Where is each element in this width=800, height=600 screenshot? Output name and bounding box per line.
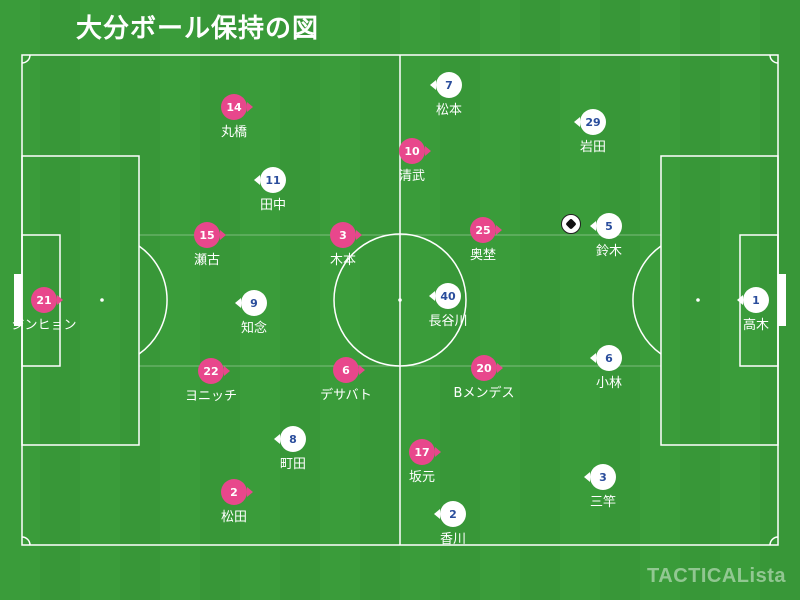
player-number-badge: 6 bbox=[333, 357, 359, 383]
player-name: 香川 bbox=[439, 532, 466, 547]
direction-arrow-icon bbox=[497, 363, 503, 373]
player-number-badge: 5 bbox=[596, 213, 622, 239]
player-number-badge: 14 bbox=[221, 94, 247, 120]
player-number-badge: 2 bbox=[440, 501, 466, 527]
player-number-badge: 9 bbox=[241, 290, 267, 316]
player-name: 坂元 bbox=[408, 470, 435, 485]
player-name: 小林 bbox=[595, 376, 622, 391]
player-number-badge: 2 bbox=[221, 479, 247, 505]
direction-arrow-icon bbox=[425, 146, 431, 156]
corner-arc-bl bbox=[21, 536, 31, 546]
diagram-title: 大分ボール保持の図 bbox=[76, 14, 320, 44]
direction-arrow-icon bbox=[430, 80, 436, 90]
player-name: 田中 bbox=[259, 198, 286, 213]
corner-arc-tr bbox=[769, 54, 779, 64]
center-spot bbox=[398, 298, 402, 302]
center-circle bbox=[333, 233, 467, 367]
direction-arrow-icon bbox=[496, 225, 502, 235]
player-number-badge: 40 bbox=[435, 283, 461, 309]
player-number-badge: 21 bbox=[31, 287, 57, 313]
player-name: 三竿 bbox=[589, 495, 616, 510]
direction-arrow-icon bbox=[434, 509, 440, 519]
player-name: 瀬古 bbox=[193, 253, 220, 268]
direction-arrow-icon bbox=[254, 175, 260, 185]
corner-arc-tl bbox=[21, 54, 31, 64]
ball-icon bbox=[561, 214, 581, 234]
player-name: 木本 bbox=[329, 253, 356, 268]
player-number-badge: 7 bbox=[436, 72, 462, 98]
right-penalty-arc bbox=[632, 245, 662, 355]
direction-arrow-icon bbox=[584, 472, 590, 482]
direction-arrow-icon bbox=[224, 366, 230, 376]
player-number-badge: 6 bbox=[596, 345, 622, 371]
direction-arrow-icon bbox=[435, 447, 441, 457]
left-penalty-spot bbox=[100, 298, 104, 302]
direction-arrow-icon bbox=[57, 295, 63, 305]
right-goal bbox=[778, 274, 786, 326]
player-number-badge: 20 bbox=[471, 355, 497, 381]
direction-arrow-icon bbox=[590, 221, 596, 231]
direction-arrow-icon bbox=[359, 365, 365, 375]
player-name: 鈴木 bbox=[595, 244, 622, 259]
direction-arrow-icon bbox=[356, 230, 362, 240]
player-number-badge: 15 bbox=[194, 222, 220, 248]
player-name: 岩田 bbox=[579, 140, 606, 155]
player-number-badge: 8 bbox=[280, 426, 306, 452]
direction-arrow-icon bbox=[429, 291, 435, 301]
direction-arrow-icon bbox=[247, 487, 253, 497]
direction-arrow-icon bbox=[220, 230, 226, 240]
player-number-badge: 11 bbox=[260, 167, 286, 193]
direction-arrow-icon bbox=[235, 298, 241, 308]
player-number-badge: 3 bbox=[590, 464, 616, 490]
player-name: Bメンデス bbox=[453, 386, 515, 401]
left-penalty-arc bbox=[138, 245, 168, 355]
player-name: 丸橋 bbox=[220, 125, 247, 140]
player-name: 松本 bbox=[435, 103, 462, 118]
direction-arrow-icon bbox=[247, 102, 253, 112]
player-number-badge: 17 bbox=[409, 439, 435, 465]
player-name: 知念 bbox=[240, 321, 267, 336]
direction-arrow-icon bbox=[274, 434, 280, 444]
watermark-logo: TACTICALista bbox=[647, 565, 786, 587]
right-penalty-spot bbox=[696, 298, 700, 302]
player-number-badge: 10 bbox=[399, 138, 425, 164]
direction-arrow-icon bbox=[590, 353, 596, 363]
player-name: ヨニッチ bbox=[184, 389, 237, 404]
player-name: 奥埜 bbox=[469, 248, 496, 263]
player-number-badge: 22 bbox=[198, 358, 224, 384]
player-name: 松田 bbox=[220, 510, 247, 525]
direction-arrow-icon bbox=[574, 117, 580, 127]
player-name: 長谷川 bbox=[428, 314, 468, 329]
player-number-badge: 29 bbox=[580, 109, 606, 135]
left-goal bbox=[14, 274, 22, 326]
player-name: 清武 bbox=[398, 169, 425, 184]
corner-arc-br bbox=[769, 536, 779, 546]
player-name: 高木 bbox=[742, 318, 769, 333]
player-name: デサバト bbox=[320, 388, 372, 403]
player-name: ジンヒョン bbox=[11, 318, 77, 333]
direction-arrow-icon bbox=[737, 295, 743, 305]
player-name: 町田 bbox=[279, 457, 306, 472]
player-number-badge: 1 bbox=[743, 287, 769, 313]
player-number-badge: 3 bbox=[330, 222, 356, 248]
player-number-badge: 25 bbox=[470, 217, 496, 243]
